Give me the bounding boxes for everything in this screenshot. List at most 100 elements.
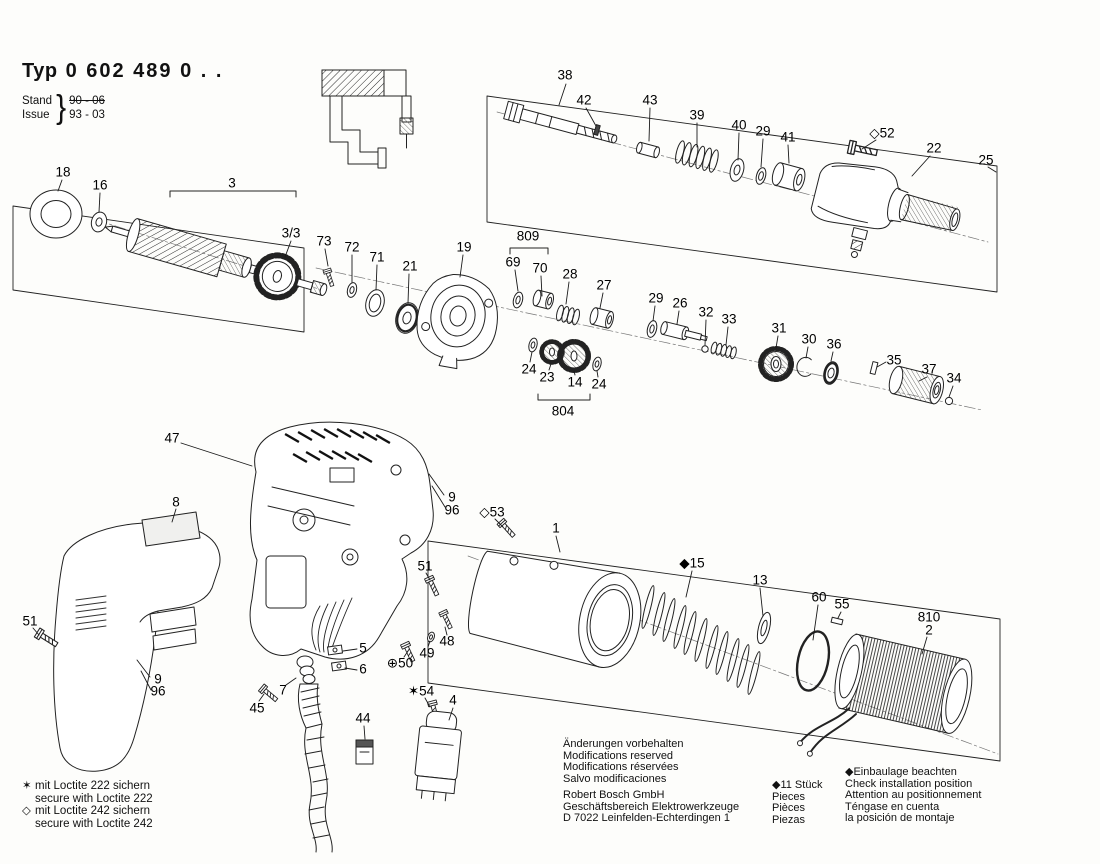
part-label-6: 6 <box>359 661 367 677</box>
part-label-60: 60 <box>811 589 827 605</box>
note-line: Modifications reserved <box>563 749 674 762</box>
part-ring-18 <box>29 189 83 239</box>
install-line: la posición de montaje <box>845 812 955 824</box>
install-line: Check installation position <box>845 777 973 790</box>
leader-line <box>585 107 597 127</box>
part-label-34: 34 <box>946 370 962 386</box>
leader-line <box>812 604 819 641</box>
part-label-55: 55 <box>834 596 850 612</box>
stand-label: Stand <box>22 95 53 107</box>
part-clamp-5 <box>327 644 343 656</box>
leader-line <box>514 269 519 292</box>
pieces-line: Pièces <box>772 802 806 814</box>
part-pin-42 <box>593 124 601 136</box>
part-label-52: ◇52 <box>869 125 895 141</box>
leader-line <box>425 572 431 581</box>
leader-line <box>676 310 680 325</box>
part-label-9: 9 <box>154 671 162 687</box>
company-line: D 7022 Leinfelden-Echterdingen 1 <box>563 812 730 824</box>
leader-line <box>284 240 292 258</box>
part-label-23: 23 <box>539 369 555 385</box>
part-label-44: 44 <box>355 710 371 726</box>
aux-handle-tube <box>321 69 414 169</box>
modification-notes: Änderungen vorbehalten Modifications res… <box>563 738 683 785</box>
leader-line <box>704 319 707 346</box>
leader-line <box>375 264 378 291</box>
leader-line <box>540 275 543 297</box>
loctite-242-en: secure with Loctite 242 <box>35 817 153 830</box>
part-label-18: 18 <box>55 164 71 180</box>
part-label-69: 69 <box>505 254 521 270</box>
part-spring-33 <box>710 341 737 360</box>
leader-line <box>98 192 101 213</box>
installation-note: ◆Einbaulage beachten Check installation … <box>845 766 981 825</box>
part-label-47: 47 <box>164 430 180 446</box>
leader-line <box>652 305 656 322</box>
leader-line <box>140 670 152 691</box>
part-gear-31 <box>758 346 794 382</box>
part-label-27: 27 <box>596 277 612 293</box>
part-label-40: 40 <box>731 117 747 133</box>
leader-line <box>948 385 954 398</box>
leader-line <box>737 132 740 161</box>
part-field-stator-2 <box>796 633 973 757</box>
issue-label: Issue <box>22 109 50 121</box>
leader-line <box>987 166 997 173</box>
part-label-15: ◆15 <box>679 555 705 571</box>
leader-line <box>344 667 358 671</box>
part-label-14: 14 <box>567 374 583 390</box>
part-washer-40 <box>729 158 745 182</box>
leader-line <box>837 611 842 619</box>
part-label-51: 51 <box>417 558 433 574</box>
part-gear-14 <box>557 339 591 373</box>
housing-grip-outer <box>53 511 221 772</box>
part-label-50: ⊕50 <box>386 655 414 671</box>
loctite-222-de: mit Loctite 222 sichern <box>35 780 151 792</box>
leader-line <box>424 697 431 708</box>
part-label-53: ◇53 <box>479 504 505 520</box>
part-clutch-housing-22 <box>810 162 961 258</box>
leader-line <box>136 659 151 678</box>
part-label-24: 24 <box>591 376 607 392</box>
company-line: Geschäftsbereich Elektrowerkzeuge <box>563 800 740 813</box>
leader-line <box>403 650 409 658</box>
leader-line <box>830 351 834 362</box>
pieces-line: Pieces <box>772 790 806 803</box>
part-bearing-41 <box>771 162 806 192</box>
part-label-48: 48 <box>439 633 455 649</box>
part-label-3: 3 <box>228 175 236 191</box>
part-washer-24-right <box>592 356 602 372</box>
leader-line <box>407 273 410 304</box>
part-sleeve-27 <box>589 307 614 329</box>
leader-line <box>599 292 604 309</box>
part-label-36: 36 <box>826 336 842 352</box>
note-line: Modifications réservées <box>563 761 679 773</box>
part-label-38: 38 <box>557 67 573 83</box>
note-line: Salvo modificaciones <box>563 772 667 785</box>
part-washer-24-left <box>528 337 538 353</box>
part-sleeve-43 <box>636 141 660 159</box>
part-label-42: 42 <box>576 92 592 108</box>
part-clamp-6 <box>331 660 347 672</box>
part-label-9: 9 <box>448 489 456 505</box>
part-label-41: 41 <box>780 129 796 145</box>
part-label-1: 1 <box>552 520 560 536</box>
part-bushing-70 <box>532 289 555 310</box>
part-label-31: 31 <box>771 320 787 336</box>
leader-line <box>921 636 928 655</box>
part-ring-71 <box>365 289 385 317</box>
leader-line <box>342 648 358 652</box>
loctite-222-en: secure with Loctite 222 <box>35 792 153 805</box>
part-label-96: 96 <box>150 683 166 699</box>
part-label-45: 45 <box>249 700 265 716</box>
leader-line <box>918 376 928 382</box>
leader-lines-layer <box>32 83 997 740</box>
leader-line <box>760 138 764 168</box>
part-label-4: 4 <box>449 692 457 708</box>
company-block: Robert Bosch GmbH Geschäftsbereich Elekt… <box>563 789 740 825</box>
part-spindle-38 <box>503 100 618 144</box>
leader-line <box>258 693 265 702</box>
part-motor-housing-1 <box>468 550 642 669</box>
